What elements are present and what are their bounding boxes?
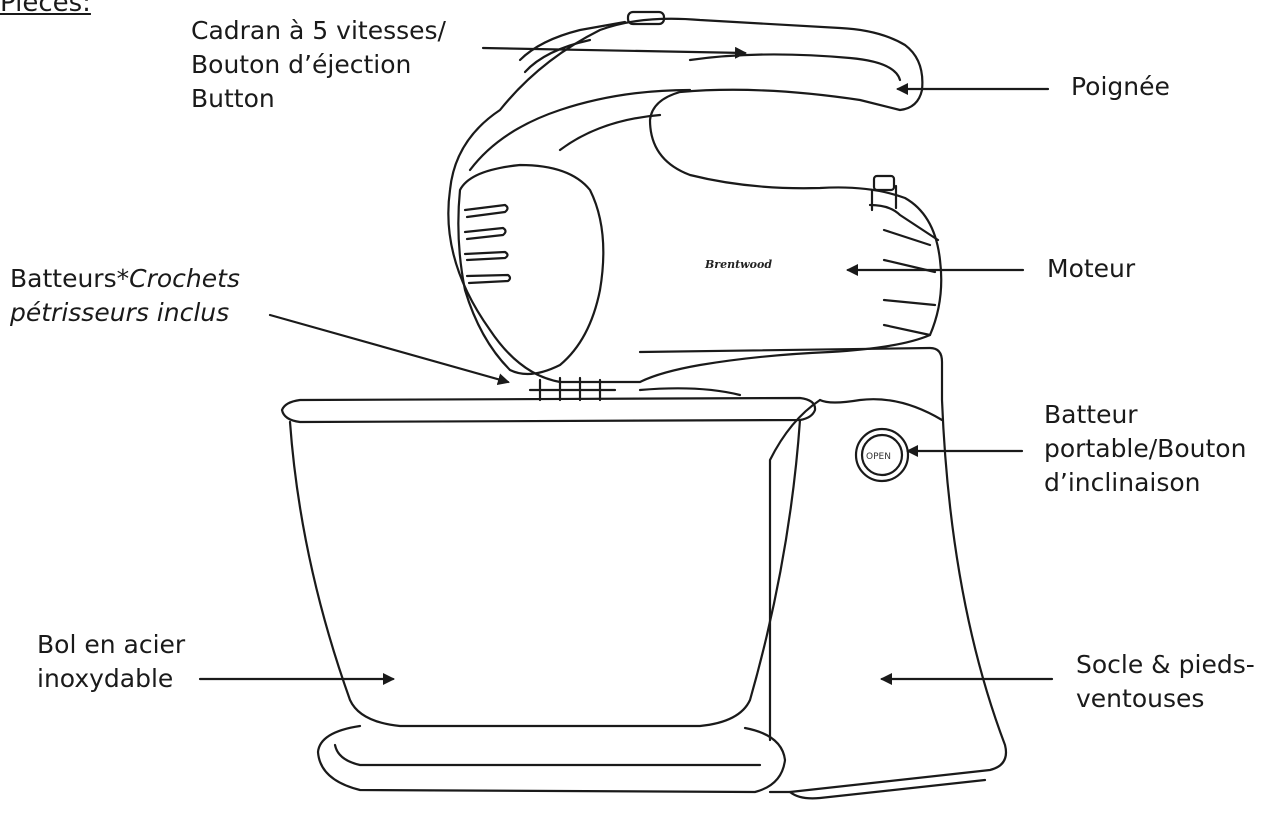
label-motor: Moteur [1047, 254, 1136, 283]
label-line: Cadran à 5 vitesses/ [191, 16, 446, 45]
beaters [528, 376, 742, 402]
label-line: Bol en acier [37, 630, 186, 659]
bowl [280, 396, 817, 794]
label-line: inoxydable [37, 664, 174, 693]
label-base: Socle & pieds- ventouses [1076, 648, 1255, 716]
label-handle: Poignée [1071, 72, 1170, 101]
label-speed-dial: Cadran à 5 vitesses/ Bouton d’éjection B… [191, 14, 446, 116]
label-line: ventouses [1076, 684, 1205, 713]
label-line: Batteur [1044, 400, 1138, 429]
label-bowl: Bol en acier inoxydable [37, 628, 185, 696]
label-tilt-button: Batteur portable/Bouton d’inclinaison [1044, 398, 1246, 500]
pointer-arrows [198, 46, 1054, 685]
brand-logo: Brentwood [704, 258, 772, 271]
label-beaters-normal: Batteurs* [10, 264, 130, 293]
label-line: Socle & pieds- [1076, 650, 1255, 679]
label-line: Button [191, 84, 275, 113]
label-beaters-italic: Crochets [129, 264, 240, 293]
label-line: d’inclinaison [1044, 468, 1201, 497]
arrow-batteurs [268, 313, 510, 386]
mixer-head [447, 10, 943, 384]
label-beaters: Batteurs*Crochets pétrisseurs inclus [10, 262, 240, 330]
open-button-text: OPEN [866, 452, 891, 462]
heading: Pièces: [0, 0, 91, 18]
label-line: Bouton d’éjection [191, 50, 412, 79]
label-line: portable/Bouton [1044, 434, 1247, 463]
arrow-cadran [481, 46, 747, 59]
base-stand [638, 346, 1008, 800]
label-line: pétrisseurs inclus [10, 298, 230, 327]
label-line: Batteurs*Crochets [10, 262, 240, 296]
